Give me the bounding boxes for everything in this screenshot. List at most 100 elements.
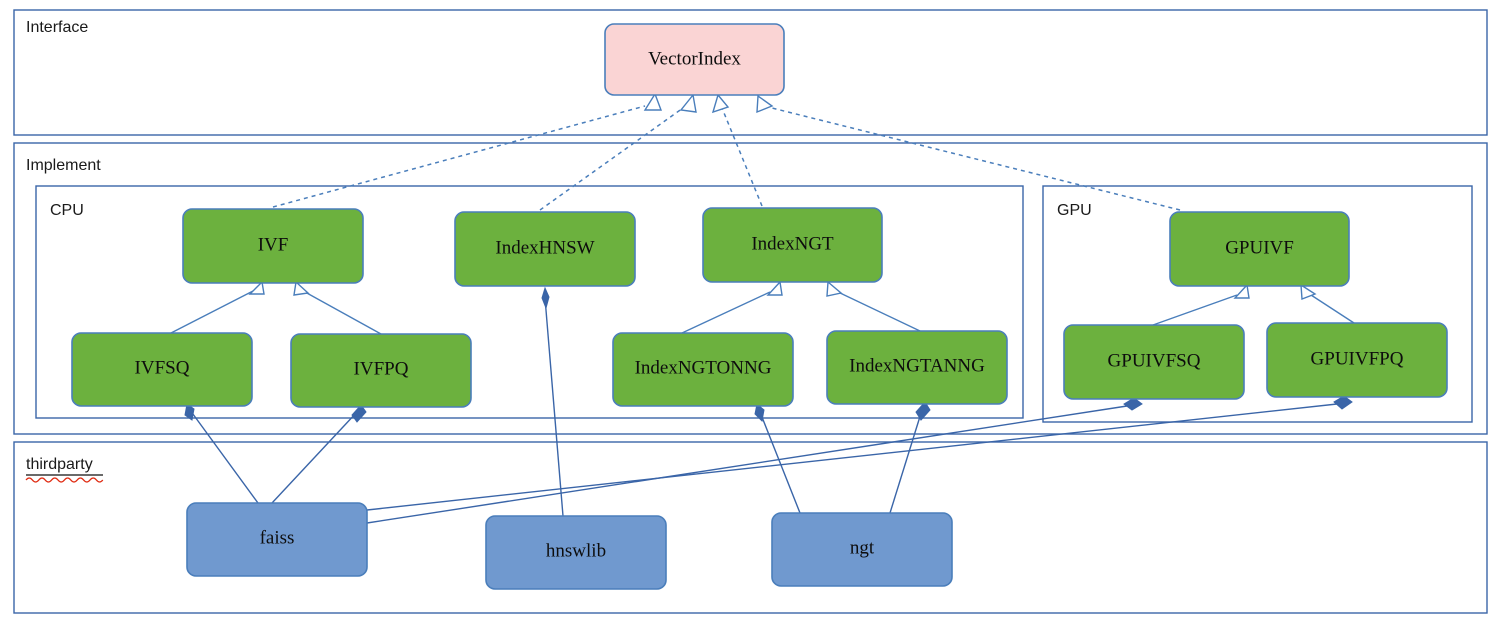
node-ivfsq-label: IVFSQ bbox=[135, 357, 190, 378]
generalization-arrowhead-icon bbox=[1300, 283, 1317, 300]
node-gpuivfpq[interactable]: GPUIVFPQ bbox=[1266, 322, 1448, 398]
edge-line bbox=[366, 403, 1338, 511]
edge-faiss-to-ivfsq bbox=[184, 403, 259, 504]
node-ivfsq[interactable]: IVFSQ bbox=[71, 332, 253, 407]
node-hnswlib-rect[interactable] bbox=[485, 515, 667, 590]
node-ivfpq[interactable]: IVFPQ bbox=[290, 333, 472, 408]
generalization-arrowhead-icon bbox=[766, 280, 783, 296]
realization-arrowhead-icon bbox=[679, 93, 697, 113]
node-ivf-rect[interactable] bbox=[182, 208, 364, 284]
container-gpu-label: GPU bbox=[1057, 202, 1092, 219]
edge-line bbox=[681, 291, 771, 334]
node-ngt-label: ngt bbox=[850, 537, 875, 558]
edge-line bbox=[1310, 294, 1355, 324]
edge-line bbox=[1152, 294, 1238, 326]
edge-line bbox=[170, 290, 254, 334]
edge-hnswlib-to-indexhnsw bbox=[541, 286, 564, 517]
generalization-arrowhead-icon bbox=[1233, 283, 1250, 299]
node-gpuivf-rect[interactable] bbox=[1169, 211, 1350, 287]
edge-faiss-to-ivfpq bbox=[271, 404, 367, 504]
node-indexngt[interactable]: IndexNGT bbox=[702, 207, 883, 283]
node-gpuivfpq-rect[interactable] bbox=[1266, 322, 1448, 398]
container-interface-label: Interface bbox=[26, 19, 88, 36]
edge-line bbox=[539, 107, 684, 211]
edge-faiss-to-gpuivfsq bbox=[366, 397, 1143, 524]
node-ivf-label: IVF bbox=[258, 234, 289, 255]
node-indexngtonng-label: IndexNGTONNG bbox=[635, 357, 772, 378]
composition-diamond-icon bbox=[541, 286, 550, 310]
node-indexngtanng-rect[interactable] bbox=[826, 330, 1008, 405]
edge-faiss-to-gpuivfpq bbox=[366, 395, 1353, 511]
node-gpuivfsq-label: GPUIVFSQ bbox=[1108, 350, 1201, 371]
edge-ngt-to-indexngtanng bbox=[889, 401, 931, 514]
node-faiss[interactable]: faiss bbox=[186, 502, 368, 577]
node-faiss-rect[interactable] bbox=[186, 502, 368, 577]
container-implement-label: Implement bbox=[26, 157, 101, 174]
edge-line bbox=[771, 107, 1181, 211]
node-indexngtanng-label: IndexNGTANNG bbox=[849, 355, 985, 376]
edge-gpuivfpq-to-gpuivf bbox=[1300, 283, 1355, 324]
edge-line bbox=[721, 107, 763, 207]
edge-line bbox=[271, 411, 358, 504]
spellcheck-squiggle-icon bbox=[25, 477, 104, 483]
container-thirdparty-label: thirdparty bbox=[26, 456, 93, 473]
edge-line bbox=[837, 291, 921, 332]
node-gpuivf[interactable]: GPUIVF bbox=[1169, 211, 1350, 287]
composition-diamond-icon bbox=[1333, 395, 1353, 410]
node-vectorindex[interactable]: VectorIndex bbox=[604, 23, 785, 96]
composition-diamond-icon bbox=[754, 403, 765, 423]
edge-line bbox=[272, 105, 646, 208]
edge-indexngt-to-vectorindex bbox=[711, 93, 763, 207]
node-indexngtanng[interactable]: IndexNGTANNG bbox=[826, 330, 1008, 405]
composition-diamond-icon bbox=[1123, 397, 1143, 411]
node-ivfpq-label: IVFPQ bbox=[354, 358, 409, 379]
edge-line bbox=[304, 291, 382, 335]
composition-diamond-icon bbox=[351, 404, 367, 423]
container-cpu-label: CPU bbox=[50, 202, 84, 219]
generalization-arrowhead-icon bbox=[826, 280, 843, 297]
node-vectorindex-rect[interactable] bbox=[604, 23, 785, 96]
node-indexngt-rect[interactable] bbox=[702, 207, 883, 283]
edge-line bbox=[544, 297, 564, 517]
composition-diamond-icon bbox=[915, 401, 931, 421]
node-gpuivfsq-rect[interactable] bbox=[1063, 324, 1245, 400]
node-gpuivf-label: GPUIVF bbox=[1225, 237, 1294, 258]
generalization-arrowhead-icon bbox=[248, 280, 265, 295]
edge-gpuivfsq-to-gpuivf bbox=[1152, 283, 1250, 326]
edge-ngt-to-indexngtonng bbox=[754, 403, 801, 514]
node-vectorindex-label: VectorIndex bbox=[648, 48, 741, 69]
composition-diamond-icon bbox=[184, 403, 195, 421]
edge-indexhnsw-to-vectorindex bbox=[539, 93, 697, 211]
node-indexngtonng[interactable]: IndexNGTONNG bbox=[612, 332, 794, 407]
edge-ivfpq-to-ivf bbox=[293, 280, 382, 335]
node-hnswlib-label: hnswlib bbox=[546, 540, 606, 561]
node-gpuivfpq-label: GPUIVFPQ bbox=[1311, 348, 1404, 369]
edge-line bbox=[889, 409, 923, 514]
edge-line bbox=[759, 411, 801, 514]
edge-line bbox=[189, 409, 259, 504]
node-ngt[interactable]: ngt bbox=[771, 512, 953, 587]
node-ngt-rect[interactable] bbox=[771, 512, 953, 587]
edge-gpuivf-to-vectorindex bbox=[756, 94, 1181, 211]
edge-indexngtanng-to-indexngt bbox=[826, 280, 921, 332]
node-indexhnsw-rect[interactable] bbox=[454, 211, 636, 287]
node-hnswlib[interactable]: hnswlib bbox=[485, 515, 667, 590]
realization-arrowhead-icon bbox=[756, 94, 774, 114]
generalization-arrowhead-icon bbox=[293, 280, 310, 296]
node-indexngt-label: IndexNGT bbox=[751, 233, 834, 254]
node-indexhnsw[interactable]: IndexHNSW bbox=[454, 211, 636, 287]
node-indexhnsw-label: IndexHNSW bbox=[495, 237, 594, 258]
node-gpuivfsq[interactable]: GPUIVFSQ bbox=[1063, 324, 1245, 400]
node-faiss-label: faiss bbox=[260, 527, 295, 548]
realization-arrowhead-icon bbox=[643, 92, 663, 111]
edge-line bbox=[366, 405, 1128, 524]
node-ivfpq-rect[interactable] bbox=[290, 333, 472, 408]
edge-ivf-to-vectorindex bbox=[272, 92, 663, 208]
node-indexngtonng-rect[interactable] bbox=[612, 332, 794, 407]
node-ivfsq-rect[interactable] bbox=[71, 332, 253, 407]
edge-indexngtonng-to-indexngt bbox=[681, 280, 783, 334]
realization-arrowhead-icon bbox=[711, 93, 730, 114]
node-ivf[interactable]: IVF bbox=[182, 208, 364, 284]
